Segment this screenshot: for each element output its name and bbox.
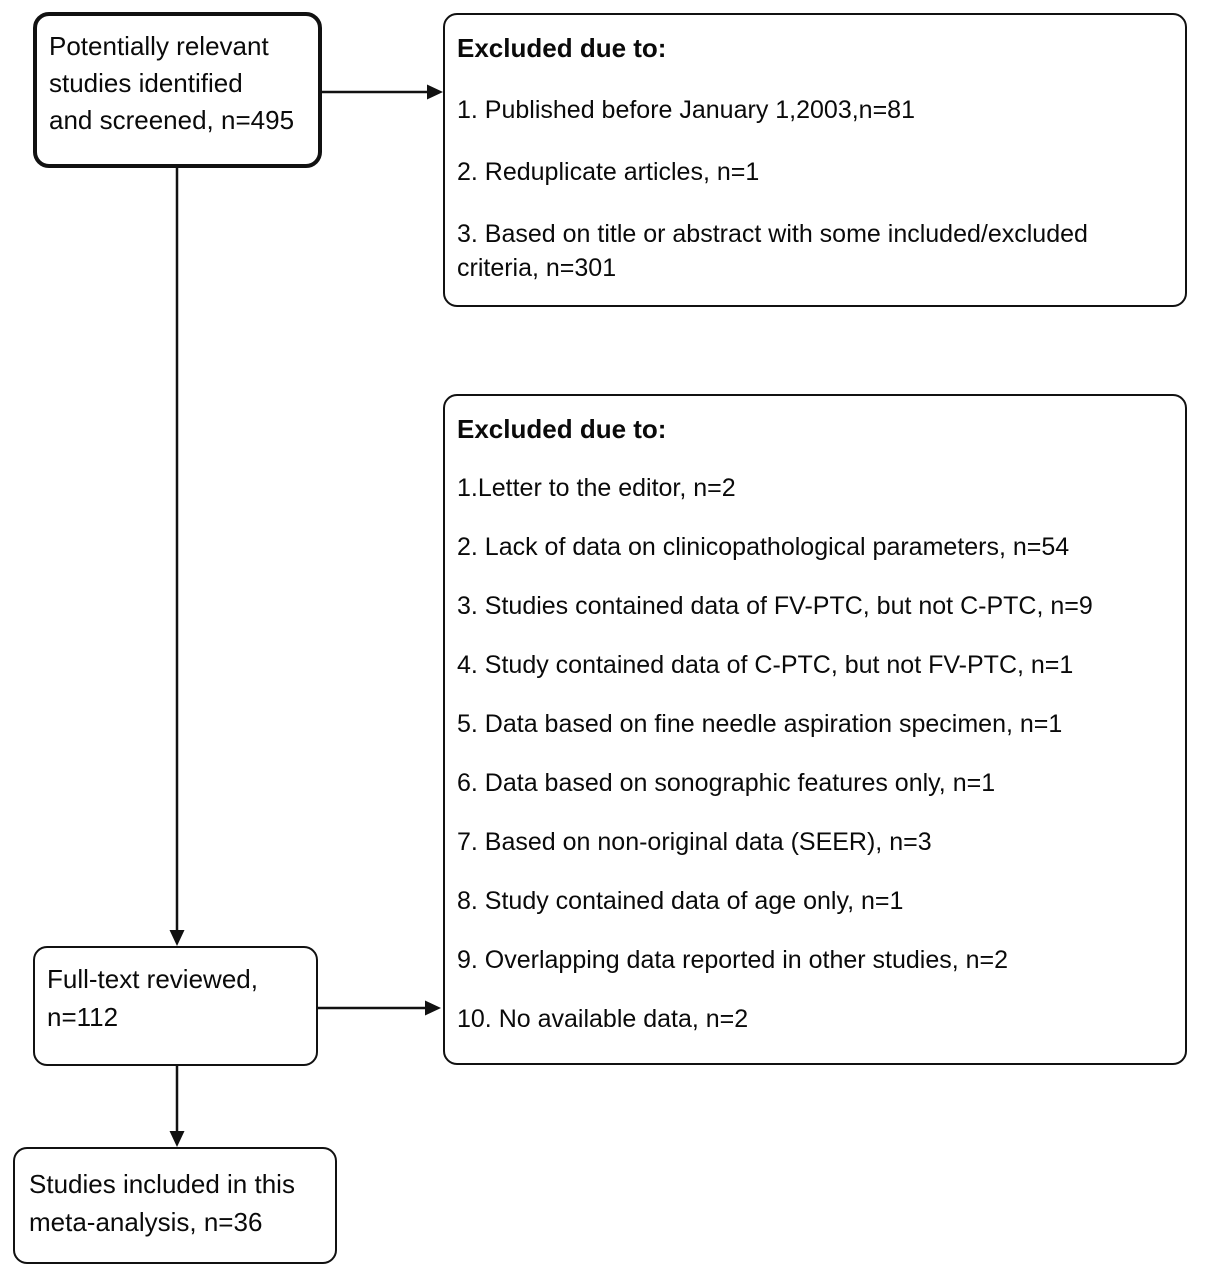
excluded-fulltext-item: 7. Based on non-original data (SEER), n=… [457, 828, 932, 856]
arrowhead-right-icon [427, 84, 443, 100]
box-studies-screened-line: and screened, n=495 [49, 105, 295, 135]
box-studies-screened-line: studies identified [49, 68, 243, 98]
excluded-screening-item: 3. Based on title or abstract with some … [457, 220, 1088, 282]
excluded-fulltext-item: 10. No available data, n=2 [457, 1005, 749, 1033]
excluded-screening-item: 1. Published before January 1,2003,n=81 [457, 96, 915, 124]
excluded-screening-item: 2. Reduplicate articles, n=1 [457, 158, 760, 186]
box-studies-included-line: Studies included in this [29, 1169, 295, 1199]
excluded-fulltext-item: 3. Studies contained data of FV-PTC, but… [457, 592, 1093, 620]
excluded-fulltext-item: 4. Study contained data of C-PTC, but no… [457, 651, 1074, 679]
box-fulltext-reviewed-line: Full-text reviewed, [47, 964, 258, 994]
box-fulltext-reviewed: Full-text reviewed, n=112 [33, 946, 318, 1066]
box-excluded-screening: Excluded due to: 1. Published before Jan… [443, 13, 1187, 307]
box-fulltext-reviewed-line: n=112 [47, 1002, 119, 1032]
arrowhead-down-icon [169, 930, 185, 946]
box-studies-screened: Potentially relevant studies identified … [33, 12, 322, 168]
excluded-fulltext-item: 9. Overlapping data reported in other st… [457, 946, 1009, 974]
excluded-fulltext-item: 1.Letter to the editor, n=2 [457, 474, 736, 502]
excluded-fulltext-item: 2. Lack of data on clinicopathological p… [457, 533, 1070, 561]
box-studies-included-line: meta-analysis, n=36 [29, 1207, 263, 1237]
excluded-fulltext-item: 5. Data based on fine needle aspiration … [457, 710, 1063, 738]
excluded-fulltext-title: Excluded due to: [457, 414, 667, 444]
arrowhead-down-icon [169, 1131, 185, 1147]
box-studies-screened-line: Potentially relevant [49, 31, 269, 61]
excluded-fulltext-item: 8. Study contained data of age only, n=1 [457, 887, 904, 915]
arrowhead-right-icon [425, 1000, 441, 1016]
excluded-screening-title: Excluded due to: [457, 33, 667, 63]
box-studies-included: Studies included in this meta-analysis, … [13, 1147, 337, 1264]
box-excluded-fulltext: Excluded due to: 1.Letter to the editor,… [443, 394, 1187, 1065]
excluded-fulltext-item: 6. Data based on sonographic features on… [457, 769, 996, 797]
